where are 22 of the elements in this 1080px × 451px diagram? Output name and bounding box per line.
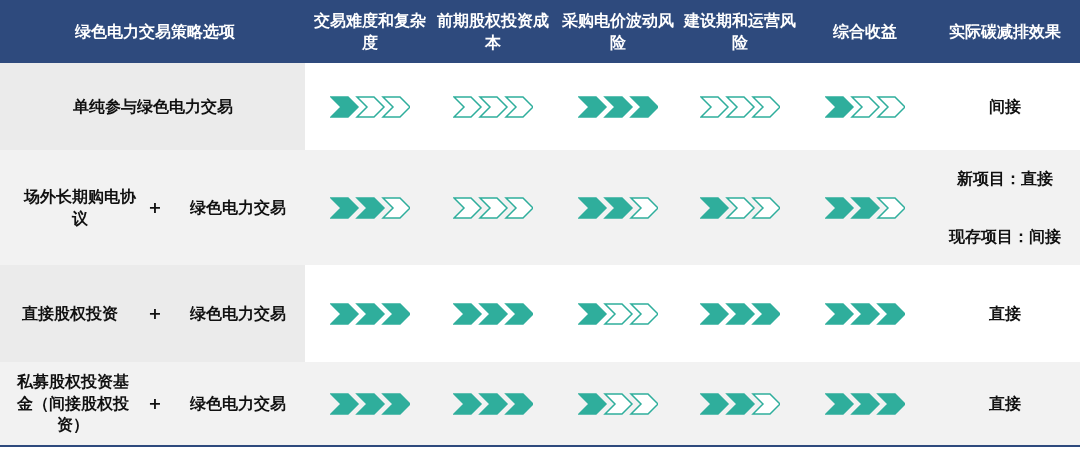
table-cell-text: 直接 — [989, 302, 1021, 325]
table-cell-text: 直接 — [989, 392, 1021, 415]
plus-sign: + — [148, 392, 162, 415]
row-label: 单纯参与绿色电力交易 — [72, 95, 233, 118]
table-cell-text: 新项目：直接 — [957, 167, 1053, 190]
column-header: 前期股权投资成本 — [435, 9, 550, 54]
table-cell-text: 间接 — [989, 95, 1021, 118]
row-label: 绿色电力交易 — [189, 392, 286, 415]
column-header: 综合收益 — [833, 20, 897, 43]
plus-sign: + — [148, 196, 162, 219]
column-header: 采购电价波动风险 — [560, 9, 675, 54]
row-label: 场外长期购电协议 — [24, 185, 136, 230]
row-label: 直接股权投资 — [22, 302, 118, 325]
column-header: 绿色电力交易策略选项 — [75, 20, 235, 43]
row-label: 私募股权投资基金（间接股权投资） — [16, 371, 130, 436]
row-label: 绿色电力交易 — [189, 302, 286, 325]
column-header: 交易难度和复杂度 — [314, 9, 426, 54]
row-label: 绿色电力交易 — [189, 196, 286, 219]
plus-sign: + — [148, 302, 162, 325]
column-header: 建设期和运营风险 — [684, 9, 796, 54]
table-cell-text: 现存项目：间接 — [949, 225, 1061, 248]
column-header: 实际碳减排效果 — [949, 20, 1061, 43]
